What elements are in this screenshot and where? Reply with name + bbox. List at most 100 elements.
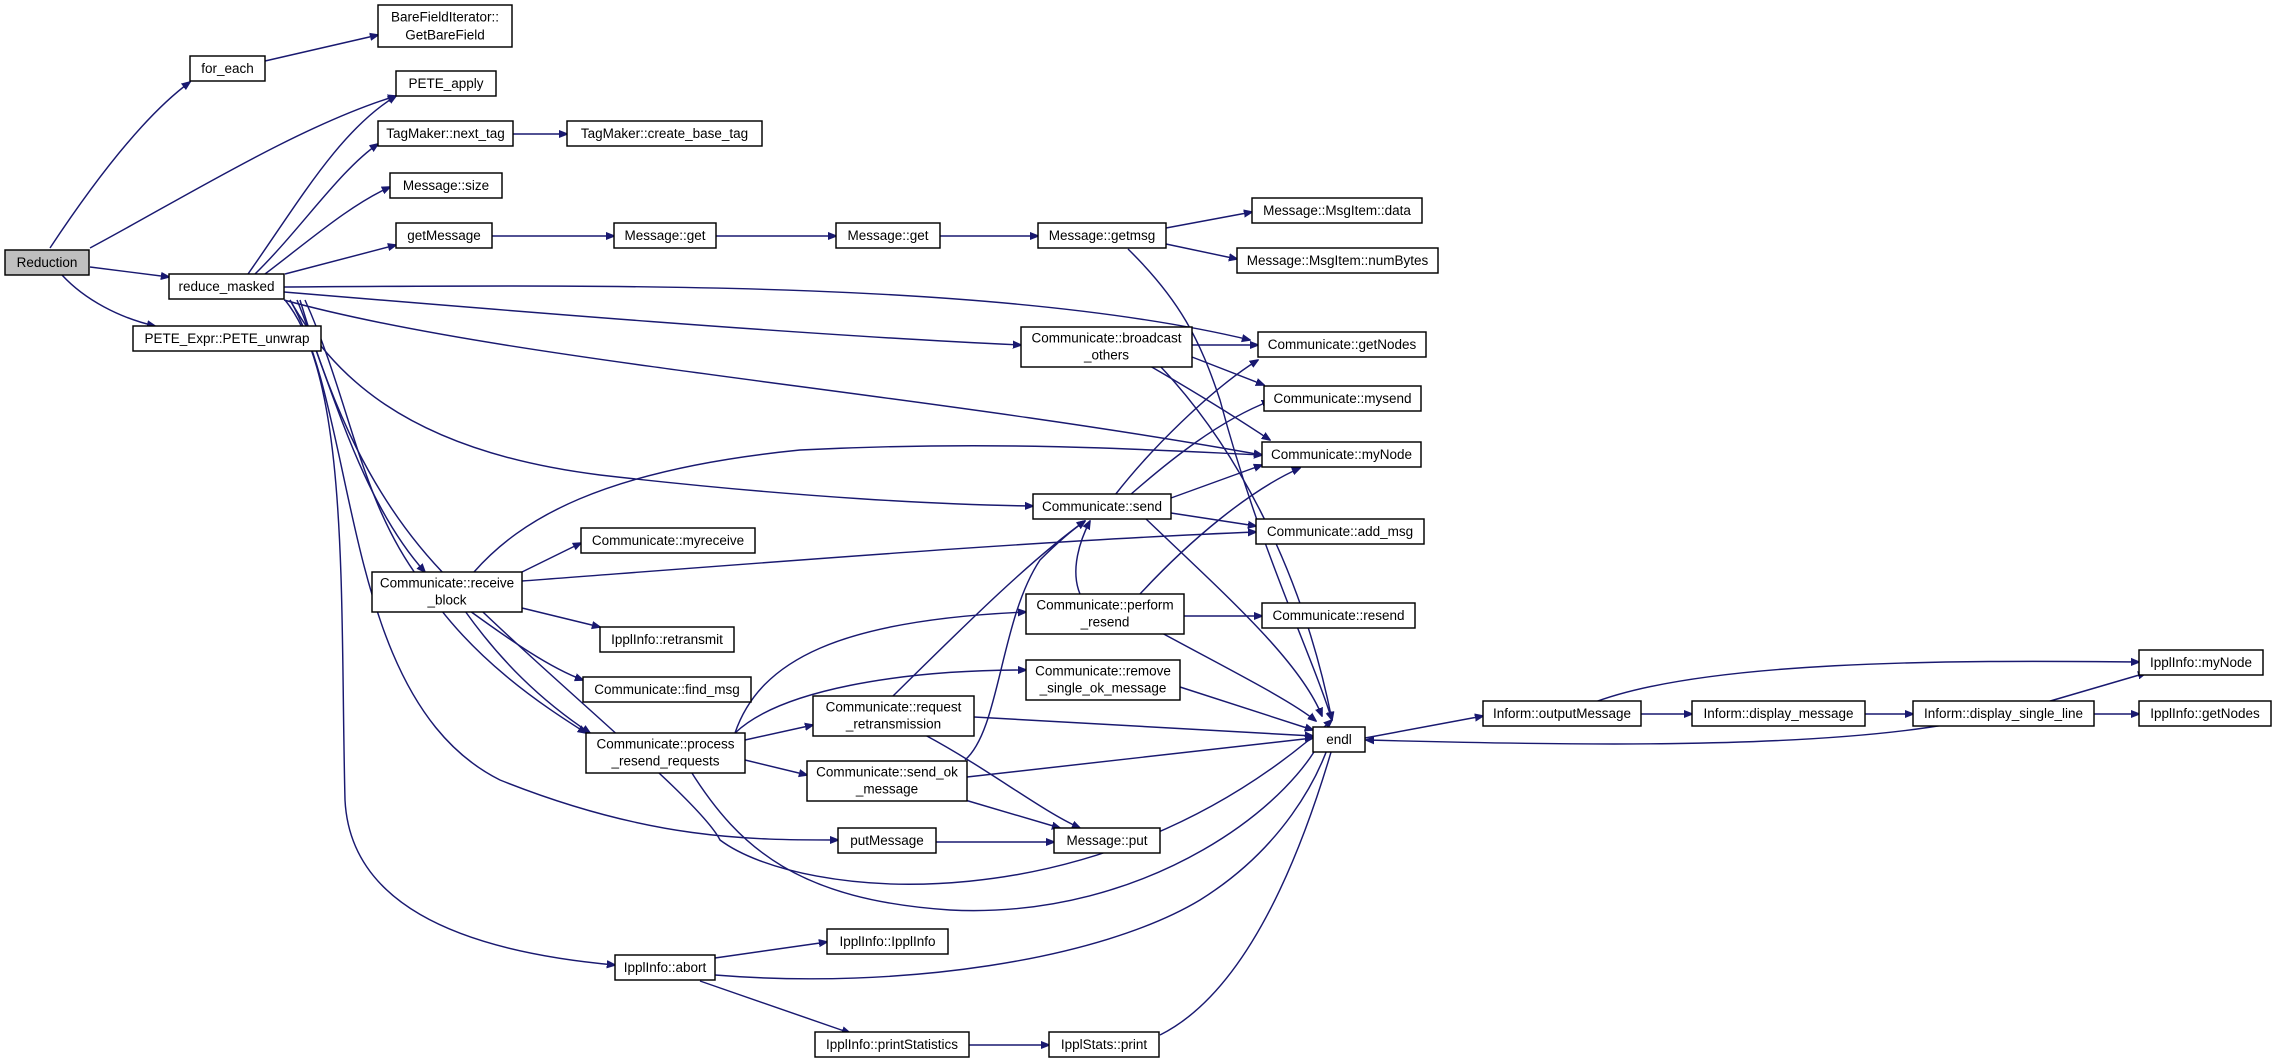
- node-label: _resend_requests: [610, 754, 719, 769]
- edge-single_line-mynode: [2039, 673, 2146, 705]
- edge-reduction-pete_unwrap: [61, 274, 155, 326]
- node-label: Message::get: [624, 228, 705, 243]
- node-label: Communicate::find_msg: [594, 682, 740, 697]
- node-myreceive[interactable]: Communicate::myreceive: [580, 527, 756, 554]
- node-ippl-info-ctor[interactable]: IpplInfo::IpplInfo: [826, 928, 949, 955]
- edge-remove-endl: [1179, 686, 1313, 730]
- node-display-single-line[interactable]: Inform::display_single_line: [1912, 700, 2095, 727]
- edge-endl-output: [1364, 716, 1483, 739]
- edge-receive-myreceive: [521, 543, 581, 573]
- node-label: Communicate::myreceive: [592, 533, 744, 548]
- node-for_each[interactable]: for_each: [189, 55, 266, 82]
- node-resend[interactable]: Communicate::resend: [1261, 602, 1416, 629]
- function-nodes: Reduction for_each BareFieldIterator::Ge…: [4, 4, 2272, 1058]
- edge-perform-endl: [1159, 631, 1316, 721]
- node-broadcast-others[interactable]: Communicate::broadcast_others: [1020, 326, 1193, 368]
- node-ippl-get-nodes[interactable]: IpplInfo::getNodes: [2138, 700, 2272, 727]
- node-label: IpplInfo::getNodes: [2150, 706, 2260, 721]
- node-my-node[interactable]: Communicate::myNode: [1261, 441, 1422, 468]
- node-request-retransmission[interactable]: Communicate::request_retransmission: [812, 695, 975, 737]
- edge-receive-process: [464, 610, 590, 733]
- node-label: _block: [426, 593, 466, 608]
- node-bare-get-bare-field[interactable]: BareFieldIterator::GetBareField: [377, 4, 513, 48]
- node-label: Message::put: [1066, 833, 1147, 848]
- node-find-msg[interactable]: Communicate::find_msg: [582, 676, 752, 703]
- node-message-get-1[interactable]: Message::get: [613, 222, 717, 249]
- node-display-message[interactable]: Inform::display_message: [1691, 700, 1866, 727]
- edge-reduce_masked-comm_send: [289, 299, 1033, 506]
- node-reduce-masked[interactable]: reduce_masked: [168, 273, 285, 300]
- node-label: Communicate::send_ok: [816, 765, 958, 780]
- node-label: Inform::display_message: [1703, 706, 1853, 721]
- node-label: endl: [1326, 732, 1352, 747]
- edge-reduce_masked-broadcast: [283, 291, 1021, 345]
- node-label: Communicate::myNode: [1271, 447, 1412, 462]
- node-remove-single-ok-message[interactable]: Communicate::remove_single_ok_message: [1025, 659, 1181, 701]
- node-label: Communicate::add_msg: [1267, 524, 1413, 539]
- edge-broadcast-endl: [1159, 365, 1332, 720]
- node-receive-block[interactable]: Communicate::receive_block: [371, 571, 523, 613]
- node-msgitem-numbytes[interactable]: Message::MsgItem::numBytes: [1236, 247, 1439, 274]
- node-label: IpplInfo::retransmit: [611, 632, 723, 647]
- node-label: BareFieldIterator::: [391, 10, 499, 25]
- node-ippl-my-node[interactable]: IpplInfo::myNode: [2138, 649, 2264, 676]
- node-msgitem-data[interactable]: Message::MsgItem::data: [1251, 197, 1423, 224]
- node-label: Reduction: [17, 255, 78, 270]
- edge-send-mysend: [1129, 401, 1270, 496]
- node-communicate-send[interactable]: Communicate::send: [1032, 493, 1172, 520]
- node-pete-apply[interactable]: PETE_apply: [395, 70, 497, 97]
- node-message-put[interactable]: Message::put: [1053, 827, 1161, 854]
- edge-reduction-reduce_masked: [89, 266, 169, 277]
- node-next-tag[interactable]: TagMaker::next_tag: [377, 120, 514, 147]
- node-label: for_each: [201, 61, 254, 76]
- node-reduction[interactable]: Reduction: [4, 249, 90, 276]
- node-mysend[interactable]: Communicate::mysend: [1263, 385, 1422, 412]
- edge-receive-retransmit: [521, 607, 600, 627]
- node-ippl-stats-print[interactable]: IpplStats::print: [1048, 1031, 1160, 1058]
- node-put-message[interactable]: putMessage: [837, 827, 937, 854]
- node-get-message[interactable]: getMessage: [395, 222, 493, 249]
- node-add-msg[interactable]: Communicate::add_msg: [1255, 518, 1425, 545]
- edge-receive-add_msg: [521, 532, 1256, 582]
- node-label: Message::MsgItem::data: [1263, 203, 1411, 218]
- node-label: reduce_masked: [178, 279, 274, 294]
- node-label: Message::size: [403, 178, 489, 193]
- node-label: getMessage: [407, 228, 481, 243]
- edge-reduce_masked-abort: [284, 299, 615, 965]
- node-label: Communicate::request: [826, 700, 962, 715]
- node-label: Inform::outputMessage: [1493, 706, 1631, 721]
- edge-for_each-bare_get: [264, 35, 378, 62]
- node-label: _single_ok_message: [1039, 681, 1167, 696]
- node-message-get-2[interactable]: Message::get: [835, 222, 941, 249]
- node-message-getmsg[interactable]: Message::getmsg: [1037, 222, 1167, 249]
- node-label: GetBareField: [405, 28, 485, 43]
- node-label: _others: [1083, 348, 1129, 363]
- node-send-ok-message[interactable]: Communicate::send_ok_message: [806, 760, 968, 802]
- node-print-statistics[interactable]: IpplInfo::printStatistics: [814, 1031, 970, 1058]
- edge-single_line-endl: [1366, 723, 1951, 745]
- edge-getmsg-endl: [1127, 248, 1332, 720]
- node-process-resend-requests[interactable]: Communicate::process_resend_requests: [585, 732, 746, 774]
- node-output-message[interactable]: Inform::outputMessage: [1482, 700, 1642, 727]
- node-message-size[interactable]: Message::size: [389, 172, 503, 199]
- node-label: IpplInfo::myNode: [2150, 655, 2252, 670]
- edge-send-getNodes: [1114, 360, 1258, 496]
- edge-reduction-pete_apply: [89, 96, 396, 249]
- edge-process-send_ok: [744, 759, 807, 775]
- node-create-base-tag[interactable]: TagMaker::create_base_tag: [566, 120, 763, 147]
- node-ippl-abort[interactable]: IpplInfo::abort: [614, 954, 716, 981]
- node-label: Communicate::receive: [380, 576, 514, 591]
- node-retransmit[interactable]: IpplInfo::retransmit: [599, 626, 735, 653]
- edge-receive-myNode: [473, 444, 1262, 573]
- node-perform-resend[interactable]: Communicate::perform_resend: [1025, 593, 1185, 635]
- node-get-nodes[interactable]: Communicate::getNodes: [1257, 331, 1427, 358]
- node-label: _resend: [1080, 615, 1130, 630]
- node-pete-unwrap[interactable]: PETE_Expr::PETE_unwrap: [132, 325, 322, 352]
- node-endl[interactable]: endl: [1312, 726, 1366, 753]
- edge-abort-endl: [714, 728, 1334, 980]
- node-label: Communicate::mysend: [1273, 391, 1411, 406]
- edge-broadcast-myNode: [1149, 365, 1270, 440]
- node-label: IpplInfo::abort: [624, 960, 707, 975]
- edge-abort-ippl_ctor: [714, 942, 827, 959]
